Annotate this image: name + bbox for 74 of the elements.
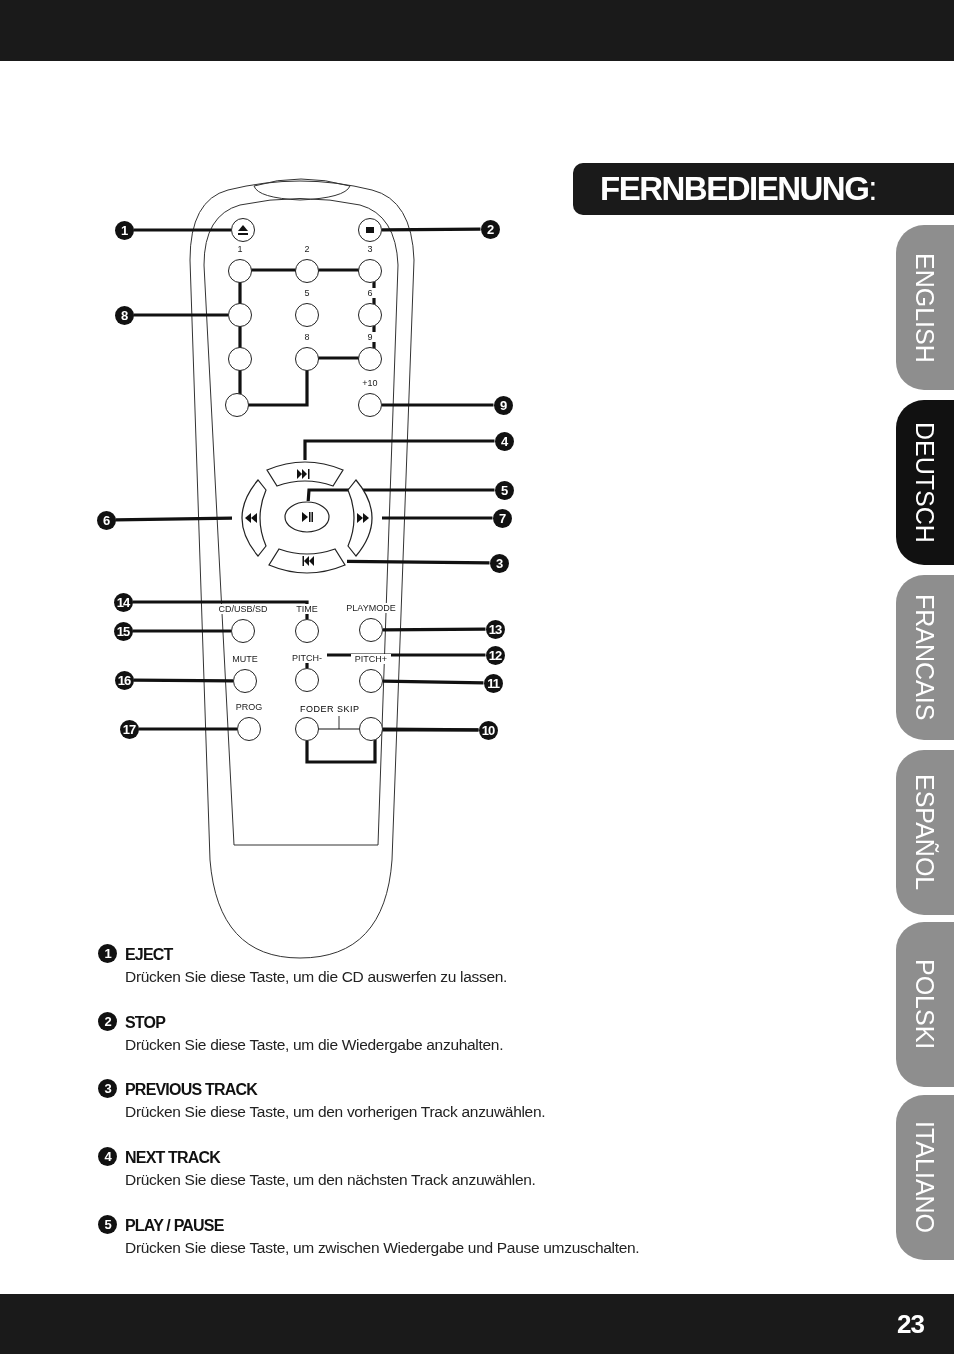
oval-button xyxy=(284,501,330,533)
page-number: 23 xyxy=(897,1309,924,1340)
connector-line xyxy=(318,728,360,730)
arc-button xyxy=(265,460,345,488)
button-label: TIME xyxy=(293,604,321,614)
round-button xyxy=(228,303,252,327)
callout-number: 9 xyxy=(493,395,513,415)
callout-number: 13 xyxy=(485,619,505,639)
leader-line xyxy=(382,403,494,407)
tab-label: ESPAÑOL xyxy=(910,774,939,891)
tab-label: ITALIANO xyxy=(910,1121,939,1234)
item-heading: STOP xyxy=(125,1013,166,1032)
round-button xyxy=(225,393,249,417)
callout-number: 3 xyxy=(489,553,509,573)
callout-number: 16 xyxy=(114,670,134,690)
description-text: Drücken Sie diese Taste, um zwischen Wiedergabe und Pause umzuschalten. xyxy=(125,1238,640,1257)
leader-line xyxy=(306,488,495,502)
item-heading: PREVIOUS TRACK xyxy=(125,1081,257,1100)
leader-line xyxy=(133,228,231,232)
arc-button xyxy=(267,547,347,575)
callout-number: 2 xyxy=(98,1011,117,1031)
title-banner: FERNBEDIENUNG: xyxy=(573,163,954,215)
round-button xyxy=(231,218,255,242)
leader-line xyxy=(115,516,233,522)
callout-number: 7 xyxy=(492,508,512,528)
leader-line xyxy=(132,600,309,619)
leader-line xyxy=(383,627,486,632)
callout-number: 6 xyxy=(96,510,116,530)
button-label: PROG xyxy=(235,702,263,712)
callout-number: 10 xyxy=(478,720,498,740)
leader-line xyxy=(132,629,231,633)
callout-number: 12 xyxy=(485,645,505,665)
leader-line xyxy=(133,313,228,317)
callout-number: 1 xyxy=(98,944,117,963)
round-button xyxy=(228,347,252,371)
button-label: MUTE xyxy=(231,654,259,664)
item-heading: EJECT xyxy=(125,946,173,964)
callout-number: 1 xyxy=(114,220,134,240)
description-text: Drücken Sie diese Taste, um die CD auswerfen zu lassen. xyxy=(125,968,508,986)
description-text: Drücken Sie diese Taste, um die Wiedergabe anzuhalten. xyxy=(125,1035,504,1054)
tab-label: POLSKI xyxy=(910,959,939,1050)
leader-line xyxy=(382,227,481,232)
leader-line xyxy=(382,516,493,520)
item-heading: PLAY / PAUSE xyxy=(125,1216,224,1235)
leader-line xyxy=(347,559,490,565)
callout-number: 5 xyxy=(98,1214,117,1234)
callout-number: 5 xyxy=(494,480,514,500)
tab-label: DEUTSCH xyxy=(910,422,939,543)
leader-line xyxy=(133,678,233,683)
round-button xyxy=(359,717,383,741)
round-button xyxy=(358,218,382,242)
callout-number: 4 xyxy=(98,1147,117,1167)
callout-number: 17 xyxy=(119,719,139,739)
button-label: FODER SKIP xyxy=(300,704,360,714)
leader-line xyxy=(303,439,495,460)
tab-label: FRANCAIS xyxy=(910,594,939,721)
button-label: PLAYMODE xyxy=(345,603,397,613)
callout-number: 14 xyxy=(113,592,133,612)
callout-number: 2 xyxy=(480,219,500,239)
callout-number: 8 xyxy=(114,305,134,325)
leader-line xyxy=(138,727,237,731)
callout-number: 15 xyxy=(113,621,133,641)
item-heading: NEXT TRACK xyxy=(125,1149,221,1168)
description-text: Drücken Sie diese Taste, um den vorherigen Track anzuwählen. xyxy=(125,1103,546,1122)
leader-line xyxy=(383,727,479,732)
tab-label: ENGLISH xyxy=(910,252,939,363)
round-button xyxy=(295,717,319,741)
description-text: Drücken Sie diese Taste, um den nächsten Track anzuwählen. xyxy=(125,1171,536,1190)
callout-number: 3 xyxy=(98,1079,117,1099)
leader-line xyxy=(305,728,479,764)
leader-line xyxy=(382,679,484,685)
callout-number: 4 xyxy=(494,431,514,451)
callout-number: 11 xyxy=(483,673,503,693)
button-label: PITCH+ xyxy=(351,654,391,664)
